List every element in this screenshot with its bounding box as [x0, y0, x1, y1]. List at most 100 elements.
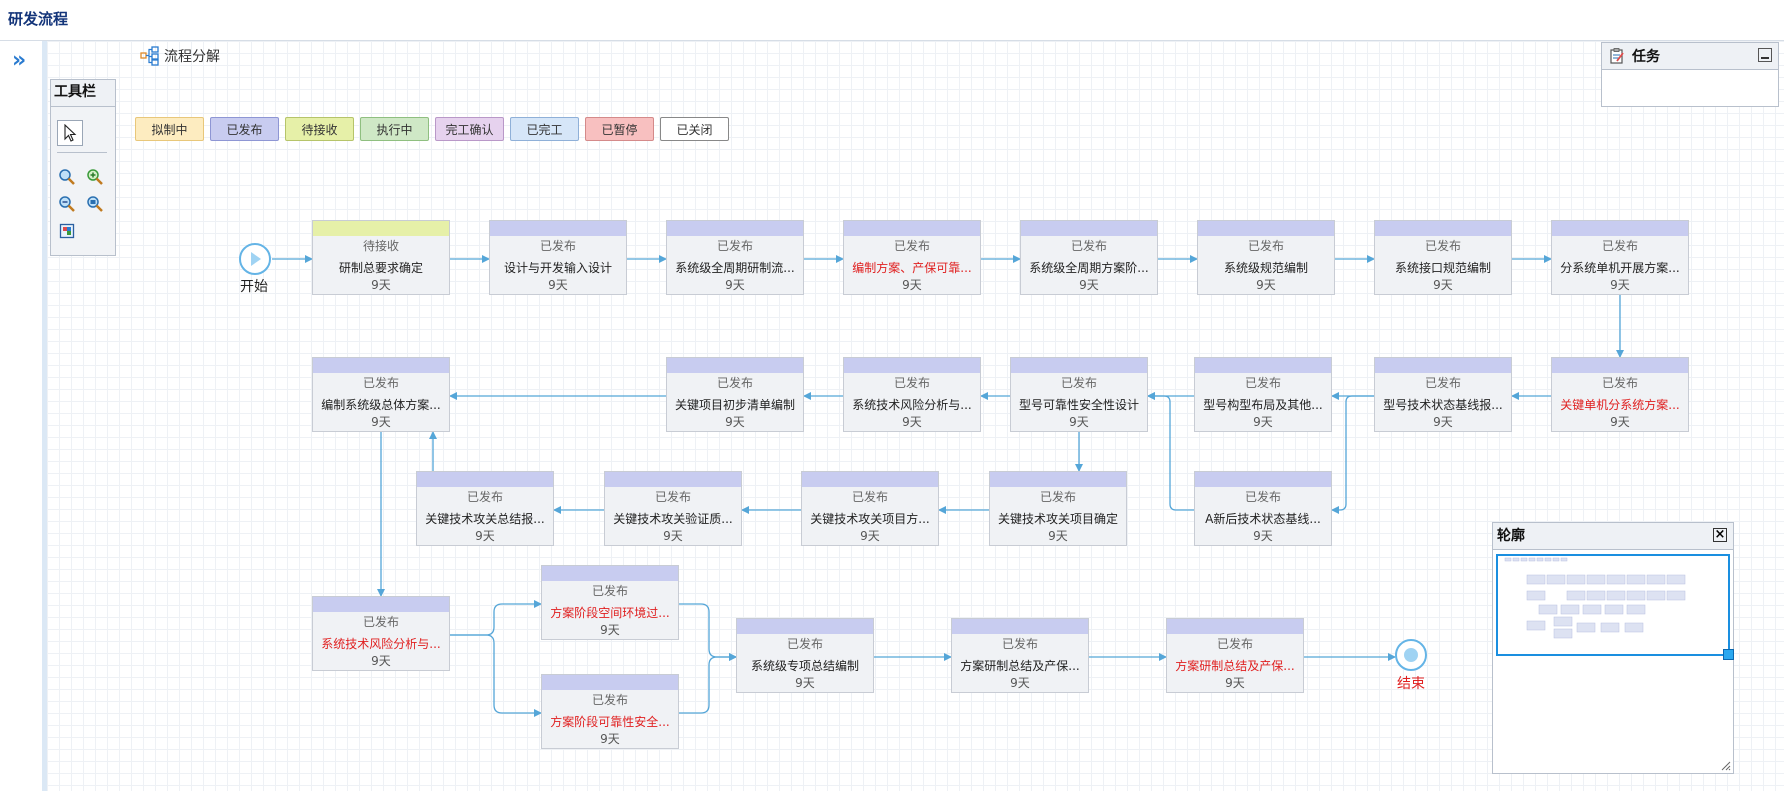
- node-name: 关键技术攻关项目确定: [997, 512, 1118, 526]
- flow-node[interactable]: 已发布编制方案、产保可靠...9天: [843, 220, 981, 295]
- flow-node[interactable]: 已发布系统技术风险分析与...9天: [312, 596, 450, 671]
- legend-item: 已完工: [510, 117, 579, 141]
- node-name: 方案研制总结及产保...: [960, 659, 1080, 673]
- start-node[interactable]: [239, 243, 271, 275]
- node-duration: 9天: [1069, 415, 1089, 429]
- clipboard-icon: [1610, 48, 1624, 64]
- node-name: A新后技术状态基线...: [1205, 512, 1321, 526]
- flow-node[interactable]: 已发布分系统单机开展方案...9天: [1551, 220, 1689, 295]
- node-name: 关键项目初步清单编制: [674, 398, 795, 412]
- node-name: 型号可靠性安全性设计: [1018, 398, 1139, 412]
- export-image-icon[interactable]: [55, 219, 79, 243]
- flow-node[interactable]: 已发布关键技术攻关项目方...9天: [801, 471, 939, 546]
- node-status-header: [802, 472, 938, 487]
- node-status-header: [667, 221, 803, 236]
- top-bar: 研发流程: [0, 0, 1784, 41]
- toolbar-title: 工具栏: [51, 80, 115, 107]
- zoom-in-icon[interactable]: [83, 165, 107, 189]
- flow-node[interactable]: 已发布系统技术风险分析与...9天: [843, 357, 981, 432]
- node-name: 型号构型布局及其他...: [1203, 398, 1323, 412]
- node-status-header: [1552, 221, 1688, 236]
- zoom-fit-icon[interactable]: [55, 165, 79, 189]
- outline-panel-title: 轮廓: [1493, 523, 1733, 550]
- resize-grip-icon[interactable]: [1719, 759, 1731, 771]
- node-status-header: [313, 221, 449, 236]
- node-status: 已发布: [466, 490, 503, 504]
- node-name: 研制总要求确定: [338, 261, 423, 275]
- node-name: 设计与开发输入设计: [503, 261, 612, 275]
- outline-viewport[interactable]: [1496, 554, 1734, 660]
- connector-arrow: [1147, 392, 1194, 511]
- node-duration: 9天: [371, 654, 391, 668]
- viewport-resize-handle[interactable]: [1723, 649, 1734, 660]
- expand-sidebar-icon[interactable]: »: [12, 48, 27, 73]
- flow-node[interactable]: 已发布编制系统级总体方案...9天: [312, 357, 450, 432]
- node-status-header: [844, 358, 980, 373]
- legend-item: 完工确认: [435, 117, 504, 141]
- flow-node[interactable]: 已发布型号构型布局及其他...9天: [1194, 357, 1332, 432]
- node-name: 编制系统级总体方案...: [321, 398, 441, 412]
- node-duration: 9天: [1048, 529, 1068, 543]
- outline-minimap: [1504, 557, 1686, 639]
- minimize-icon[interactable]: [1758, 48, 1772, 62]
- node-status-header: [1198, 221, 1334, 236]
- select-pointer-icon[interactable]: [57, 120, 83, 146]
- flow-node[interactable]: 已发布方案阶段可靠性安全...9天: [541, 674, 679, 749]
- left-sidebar-collapsed: »: [0, 41, 47, 791]
- node-status: 已发布: [716, 376, 753, 390]
- task-panel: 任务: [1601, 42, 1779, 107]
- flow-node[interactable]: 已发布方案研制总结及产保...9天: [1166, 618, 1304, 693]
- node-status: 已发布: [1424, 239, 1461, 253]
- outline-panel: 轮廓 ×: [1492, 522, 1734, 774]
- node-status: 已发布: [591, 693, 628, 707]
- node-status: 已发布: [1070, 239, 1107, 253]
- page-title: 研发流程: [8, 10, 69, 28]
- end-label: 结束: [1397, 676, 1425, 692]
- node-status-header: [737, 619, 873, 634]
- connector-arrow: [1331, 395, 1374, 514]
- flow-node[interactable]: 已发布方案研制总结及产保...9天: [951, 618, 1089, 693]
- node-name: 系统级全周期研制流...: [675, 261, 795, 275]
- zoom-out-icon[interactable]: [55, 192, 79, 216]
- toolbar-divider: [57, 152, 107, 153]
- node-status: 已发布: [1601, 239, 1638, 253]
- zoom-actual-icon[interactable]: [83, 192, 107, 216]
- flow-node[interactable]: 已发布关键技术攻关总结报...9天: [416, 471, 554, 546]
- node-name: 型号技术状态基线报...: [1383, 398, 1503, 412]
- legend-item: 执行中: [360, 117, 429, 141]
- node-status-header: [490, 221, 626, 236]
- node-name: 系统技术风险分析与...: [852, 398, 972, 412]
- flow-node[interactable]: 已发布系统级全周期方案阶... 9天: [1020, 220, 1158, 295]
- connector-arrow: [450, 600, 542, 636]
- close-icon[interactable]: ×: [1713, 527, 1727, 542]
- node-name: 系统级全周期方案阶...: [1029, 261, 1149, 275]
- node-status-header: [542, 566, 678, 581]
- node-status-header: [1195, 472, 1331, 487]
- legend-item: 拟制中: [135, 117, 204, 141]
- node-duration: 9天: [1079, 278, 1099, 292]
- flow-node[interactable]: 已发布型号技术状态基线报...9天: [1374, 357, 1512, 432]
- task-panel-title: 任务: [1632, 49, 1660, 65]
- node-status: 已发布: [1244, 490, 1281, 504]
- flow-node[interactable]: 已发布系统级全周期研制流...9天: [666, 220, 804, 295]
- node-duration: 9天: [371, 415, 391, 429]
- flow-node[interactable]: 已发布方案阶段空间环境过...9天: [541, 565, 679, 640]
- flow-node[interactable]: 已发布关键技术攻关验证质...9天: [604, 471, 742, 546]
- node-name: 编制方案、产保可靠...: [852, 261, 972, 275]
- node-status: 已发布: [1216, 637, 1253, 651]
- flow-node[interactable]: 已发布关键单机分系统方案...9天: [1551, 357, 1689, 432]
- node-status-header: [844, 221, 980, 236]
- end-node[interactable]: [1395, 639, 1427, 671]
- node-name: 系统级专项总结编制: [750, 659, 859, 673]
- node-duration: 9天: [475, 529, 495, 543]
